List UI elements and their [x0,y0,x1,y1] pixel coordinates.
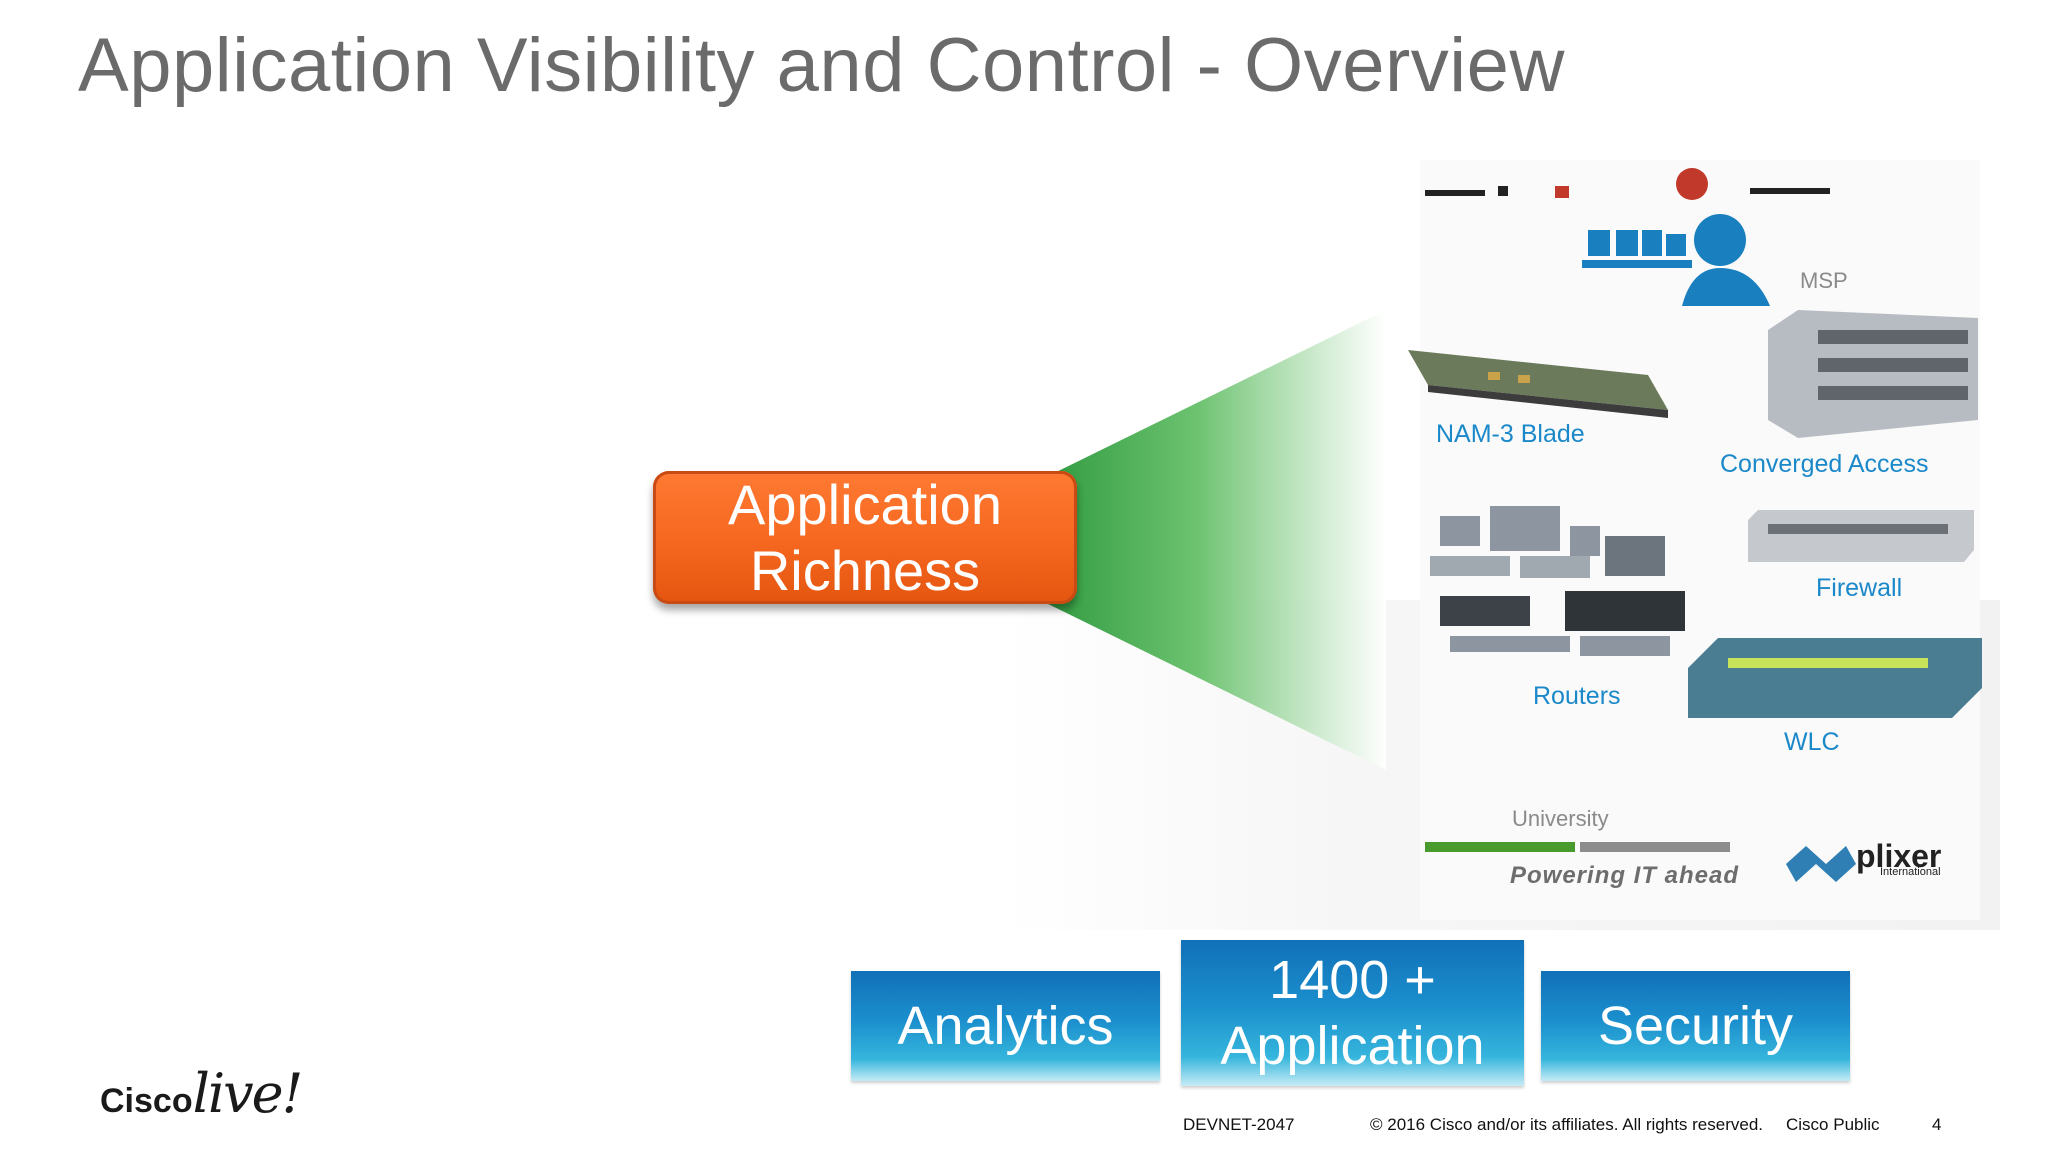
copyright-text: © 2016 Cisco and/or its affiliates. All … [1370,1115,1764,1134]
manageengine-logo-fragment [1425,842,1730,852]
application-richness-box: Application Richness [653,471,1077,604]
routers-label: Routers [1533,682,1621,710]
msp-label: MSP [1800,268,1848,293]
plixer-subtitle: International [1880,866,1941,878]
logo-cisco-text: Cisco [100,1082,193,1120]
nam-blade-label: NAM-3 Blade [1436,420,1585,448]
university-label: University [1512,806,1609,831]
slide-title: Application Visibility and Control - Ove… [78,23,1565,108]
applications-label: Application [1220,1016,1485,1076]
analytics-pillar: Analytics [851,971,1160,1081]
plixer-logo-icon [1786,846,1856,882]
plixer-name: plixer [1856,838,1942,874]
classification-text: Cisco Public [1786,1115,1880,1134]
richness-line1: Application [728,472,1002,536]
routers-image [1430,506,1685,656]
manageengine-tagline: Powering IT ahead [1510,862,1740,889]
logo-live-text: live! [192,1062,304,1125]
msp-person-icon [1582,214,1770,306]
analytics-label: Analytics [897,996,1114,1056]
security-label: Security [1597,996,1794,1056]
wlc-label: WLC [1784,728,1840,756]
cisco-live-logo: Ciscolive! [100,1062,304,1125]
wlc-image [1688,638,1982,718]
page-number: 4 [1932,1115,1942,1134]
partial-partner-logos [1425,168,1830,200]
session-code: DEVNET-2047 [1183,1115,1295,1134]
green-cone-graphic [1040,310,1386,770]
applications-pillar: 1400 + Application [1181,940,1524,1086]
firewall-label: Firewall [1816,574,1903,602]
converged-access-switch-image [1768,310,1978,438]
applications-count: 1400 + [1269,950,1436,1010]
security-pillar: Security [1541,971,1850,1081]
converged-access-label: Converged Access [1720,450,1929,478]
richness-line2: Richness [749,538,981,602]
firewall-image [1748,510,1974,562]
nam-blade-image [1408,350,1668,418]
